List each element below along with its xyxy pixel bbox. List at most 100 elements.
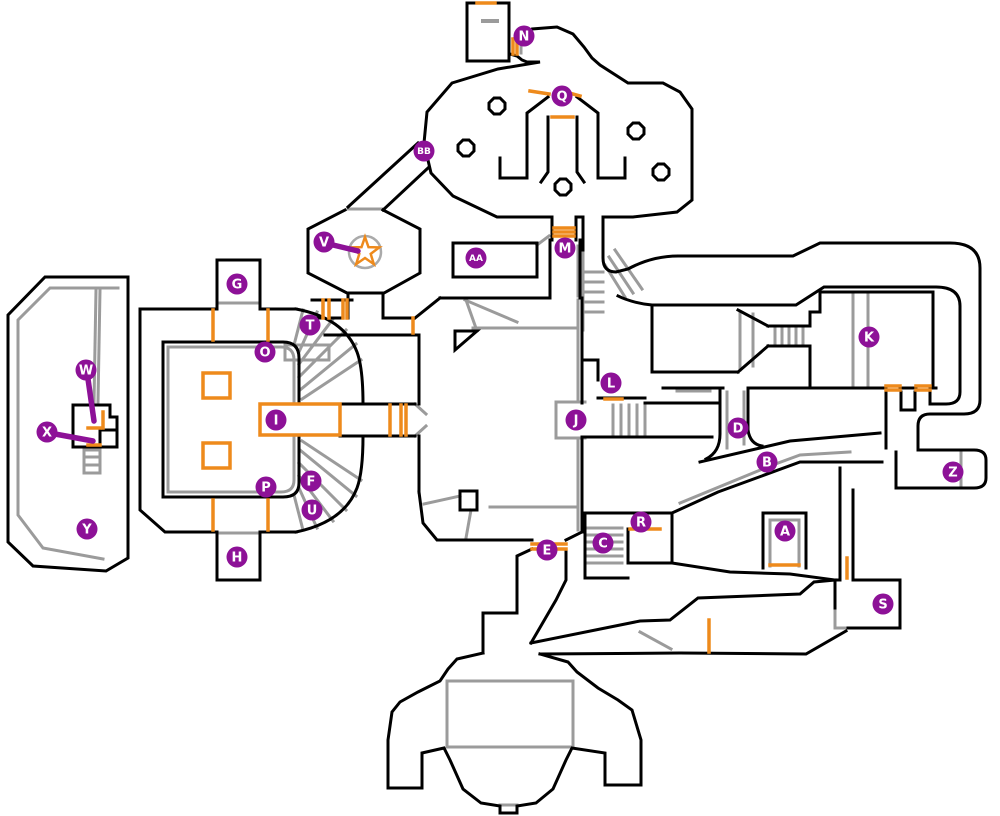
map-wall-line bbox=[306, 207, 422, 295]
marker-letter: Z bbox=[948, 466, 957, 481]
map-detail-line bbox=[637, 629, 674, 652]
marker-letter: S bbox=[878, 598, 887, 613]
marker-circle bbox=[858, 326, 880, 348]
map-marker-L: L bbox=[600, 372, 622, 394]
map-detail-line bbox=[412, 423, 429, 439]
map-marker-B: B bbox=[756, 451, 778, 473]
map-detail-line bbox=[16, 286, 120, 561]
marker-letter: N bbox=[519, 30, 530, 45]
marker-circle bbox=[465, 247, 487, 269]
map-wall-line bbox=[818, 290, 935, 390]
map-marker-P: P bbox=[255, 476, 277, 498]
map-wall-line bbox=[412, 295, 443, 321]
map-marker-Z: Z bbox=[942, 461, 964, 483]
marker-circle bbox=[630, 511, 652, 533]
map-marker-E: E bbox=[536, 539, 558, 561]
marker-circle bbox=[265, 409, 287, 431]
pillar-icon bbox=[651, 162, 671, 182]
marker-letter: R bbox=[636, 516, 646, 531]
marker-circle bbox=[536, 539, 558, 561]
map-wall-line bbox=[386, 651, 643, 815]
map-marker-V: V bbox=[313, 231, 335, 253]
marker-circle bbox=[226, 273, 248, 295]
marker-letter: G bbox=[232, 278, 243, 293]
map-detail-line bbox=[296, 316, 336, 367]
marker-leader bbox=[85, 376, 97, 424]
map-wall-line bbox=[670, 561, 837, 582]
marker-circle bbox=[513, 25, 535, 47]
map-marker-Q: Q bbox=[551, 85, 573, 107]
map-detail-line bbox=[678, 450, 852, 505]
map-marker-D: D bbox=[727, 417, 749, 439]
pillar-icon bbox=[456, 138, 476, 158]
map-marker-Y: Y bbox=[76, 518, 98, 540]
marker-letter: M bbox=[559, 242, 572, 257]
marker-circle bbox=[75, 359, 97, 381]
map-marker-K: K bbox=[858, 326, 880, 348]
map-marker-G: G bbox=[226, 273, 248, 295]
map-detail-line bbox=[296, 327, 349, 380]
marker-leader-lines bbox=[52, 242, 361, 444]
map-wall-line bbox=[6, 275, 130, 573]
marker-circle bbox=[300, 470, 322, 492]
marker-letter: E bbox=[543, 544, 552, 559]
map-wall-line bbox=[575, 115, 587, 185]
map-wall-line bbox=[98, 403, 119, 449]
map-marker-O: O bbox=[254, 341, 276, 363]
marker-circle bbox=[254, 341, 276, 363]
map-wall-line bbox=[451, 241, 539, 279]
marker-letter: AA bbox=[469, 254, 483, 264]
map-wall-line bbox=[626, 527, 674, 565]
marker-circle bbox=[872, 593, 894, 615]
map-wall-line bbox=[538, 628, 849, 656]
marker-letter: A bbox=[780, 525, 790, 540]
marker-leader bbox=[52, 431, 96, 444]
marker-letter: W bbox=[79, 364, 93, 379]
map-marker-T: T bbox=[299, 314, 321, 336]
map-wall-line bbox=[481, 547, 534, 655]
marker-letter: C bbox=[598, 537, 608, 552]
marker-circle bbox=[301, 499, 323, 521]
map-detail-line bbox=[299, 438, 364, 483]
marker-letter: T bbox=[306, 319, 315, 334]
marker-circle bbox=[554, 237, 576, 259]
map-wall-line bbox=[161, 340, 301, 499]
map-wall-line bbox=[894, 448, 988, 490]
map-detail-line bbox=[412, 401, 429, 417]
map-wall-line bbox=[511, 25, 694, 219]
marker-circle bbox=[774, 520, 796, 542]
map-wall-line bbox=[294, 307, 365, 406]
map-wall-line bbox=[380, 165, 431, 213]
marker-letter: D bbox=[733, 422, 744, 437]
map-wall-line bbox=[735, 343, 771, 375]
marker-letter: V bbox=[319, 236, 329, 251]
map-detail-line bbox=[96, 288, 102, 404]
map-marker-C: C bbox=[592, 532, 614, 554]
map-linework bbox=[6, 1, 988, 815]
marker-letter: K bbox=[864, 331, 875, 346]
map-door-line bbox=[201, 441, 232, 470]
marker-circle bbox=[592, 532, 614, 554]
map-marker-W: W bbox=[75, 359, 97, 381]
marker-letter: L bbox=[607, 377, 615, 392]
marker-circle bbox=[255, 476, 277, 498]
map-wall-line bbox=[538, 115, 550, 185]
map-wall-line bbox=[698, 431, 882, 464]
map-wall-line bbox=[215, 531, 262, 582]
marker-letter: X bbox=[42, 426, 52, 441]
map-wall-line bbox=[596, 156, 627, 180]
map-detail-line bbox=[299, 357, 364, 402]
map-marker-H: H bbox=[226, 546, 248, 568]
map-wall-line bbox=[615, 285, 962, 406]
map-detail-line bbox=[92, 288, 98, 404]
marker-letter: H bbox=[232, 551, 243, 566]
marker-circle bbox=[942, 461, 964, 483]
map-wall-line bbox=[422, 52, 554, 219]
marker-letter: Q bbox=[556, 90, 567, 105]
map-marker-U: U bbox=[301, 499, 323, 521]
map-marker-BB: BB bbox=[413, 140, 435, 162]
map-wall-line bbox=[735, 307, 771, 329]
